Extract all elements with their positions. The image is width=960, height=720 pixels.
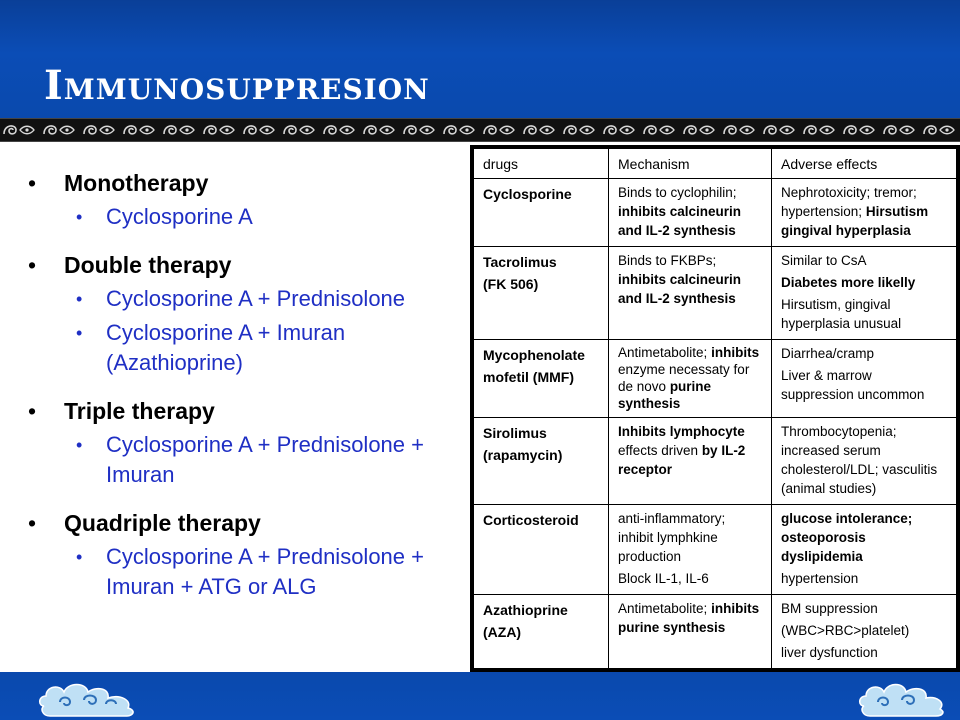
outline-subitem: Cyclosporine A [106, 204, 253, 229]
drug-table: drugs Mechanism Adverse effects Cyclospo… [473, 148, 957, 669]
mechanism-cell: Binds to FKBPs; inhibits calcineurin and… [608, 245, 772, 340]
bullet-icon: • [76, 435, 83, 455]
mechanism-cell: Binds to cyclophilin; inhibits calcineur… [608, 178, 772, 247]
table-header-row: drugs Mechanism Adverse effects [473, 148, 957, 179]
drug-table-frame: drugs Mechanism Adverse effects Cyclospo… [470, 145, 960, 672]
outline-heading: Quadriple therapy [64, 510, 261, 536]
drug-cell: Azathioprine (AZA) [473, 594, 609, 669]
adverse-cell: Nephrotoxicity; tremor; hypertension; Hi… [771, 178, 957, 247]
outline-subitem: Cyclosporine A + Prednisolone [106, 286, 406, 311]
cloud-ornament-icon [859, 683, 944, 717]
bullet-icon: • [28, 170, 37, 196]
table-row: Corticosteroid anti-inflammatory; inhibi… [473, 504, 957, 596]
outline-subitem: Cyclosporine A + Prednisolone + Imuran [106, 432, 424, 487]
column-header: Mechanism [608, 148, 772, 179]
mechanism-cell: anti-inflammatory; inhibit lymphkine pro… [608, 504, 772, 596]
drug-cell: Cyclosporine [473, 178, 609, 247]
column-header: drugs [473, 148, 609, 179]
table-row: Cyclosporine Binds to cyclophilin; inhib… [473, 178, 957, 247]
bullet-icon: • [28, 252, 37, 278]
adverse-cell: BM suppression(WBC>RBC>platelet)liver dy… [771, 594, 957, 669]
table-row: Sirolimus (rapamycin) Inhibits lymphocyte… [473, 417, 957, 506]
column-header: Adverse effects [771, 148, 957, 179]
outline-group-double: • Double therapy • Cyclosporine A + Predni… [28, 250, 468, 378]
drug-cell: Corticosteroid [473, 504, 609, 596]
title-banner: Immunosuppresion [0, 0, 960, 118]
outline-heading: Double therapy [64, 252, 232, 278]
drug-cell: Tacrolimus (FK 506) [473, 245, 609, 340]
drug-alias: (AZA) [483, 624, 522, 641]
therapy-outline: • Monotherapy • Cyclosporine A • Double the… [28, 168, 468, 620]
cloud-ornament-icon [39, 683, 134, 717]
mechanism-cell: Antimetabolite; inhibits purine synthesi… [608, 594, 772, 669]
table-row: Mycophenolate mofetil (MMF) Antimetaboli… [473, 338, 957, 419]
adverse-cell: Thrombocytopenia; increased serum choles… [771, 417, 957, 506]
drug-alias: (rapamycin) [483, 447, 563, 464]
drug-cell: Mycophenolate mofetil (MMF) [473, 338, 609, 419]
mechanism-cell: Antimetabolite; inhibits enzyme necessat… [608, 338, 772, 419]
drug-name: Sirolimus [483, 425, 547, 442]
wave-pattern-icon [0, 119, 960, 141]
outline-heading: Monotherapy [64, 170, 209, 196]
bullet-icon: • [76, 289, 83, 309]
drug-name: Tacrolimus [483, 253, 557, 270]
outline-group-quadriple: • Quadriple therapy • Cyclosporine A + Pre… [28, 508, 468, 602]
mechanism-cell: Inhibits lymphocyte effects driven by IL… [608, 417, 772, 506]
footer-bar [0, 672, 960, 720]
drug-alias: (FK 506) [483, 275, 539, 292]
drug-name: Azathioprine [483, 602, 568, 619]
drug-name: Corticosteroid [483, 512, 579, 529]
drug-name: Cyclosporine [483, 186, 572, 202]
ornamental-band [0, 118, 960, 142]
outline-group-triple: • Triple therapy • Cyclosporine A + Predni… [28, 396, 468, 490]
outline-subitem: Cyclosporine A + Prednisolone + Imuran +… [106, 544, 424, 599]
drug-cell: Sirolimus (rapamycin) [473, 417, 609, 506]
outline-subitem: Cyclosporine A + Imuran (Azathioprine) [106, 320, 346, 375]
bullet-icon: • [76, 323, 83, 343]
bullet-icon: • [28, 510, 37, 536]
bullet-icon: • [76, 207, 83, 227]
bullet-icon: • [76, 547, 83, 567]
outline-heading: Triple therapy [64, 398, 215, 424]
adverse-cell: glucose intolerance; osteoporosis dyslip… [771, 504, 957, 596]
bullet-icon: • [28, 398, 37, 424]
drug-name: Mycophenolate mofetil (MMF) [483, 346, 585, 385]
outline-group-monotherapy: • Monotherapy • Cyclosporine A [28, 168, 468, 232]
slide-title: Immunosuppresion [44, 62, 430, 109]
table-row: Tacrolimus (FK 506) Binds to FKBPs; inhib… [473, 245, 957, 340]
table-row: Azathioprine (AZA) Antimetabolite; inhibi… [473, 594, 957, 669]
